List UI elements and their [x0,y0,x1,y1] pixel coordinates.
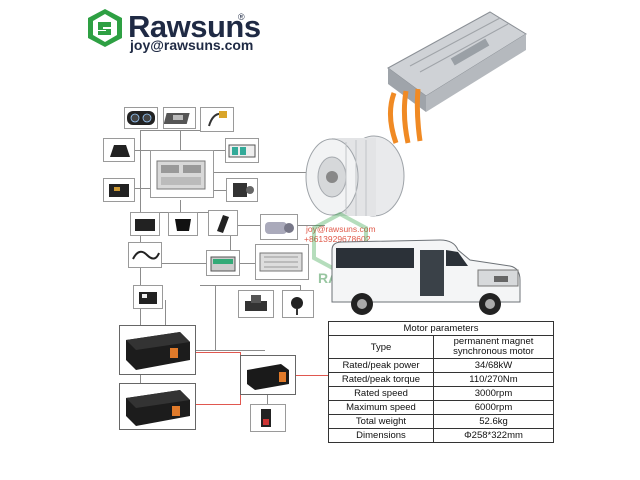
vehicle-control-unit[interactable] [150,150,214,198]
connector-line [200,285,300,286]
compressor-icon [265,222,294,234]
table-row: Dimensions Φ258*322mm [328,428,554,443]
connector-line [180,130,181,150]
brand-name: Rawsuns [128,9,261,44]
fan[interactable] [282,290,314,318]
power-line [296,375,328,376]
power-line [196,404,240,405]
table-title: Motor parameters [328,321,554,336]
battery-pack-icon [126,390,190,426]
pedal-brake[interactable] [130,212,160,236]
param-label: Rated speed [328,386,434,401]
table-row: Type permanent magnet synchronous motor [328,335,554,359]
connector-line [215,285,216,351]
pedal-accelerator[interactable] [168,212,198,236]
air-compressor[interactable] [260,214,298,240]
connector-line [180,200,181,212]
pdu[interactable] [240,355,296,395]
table-row: Total weight 52.6kg [328,414,554,429]
connector-line [230,226,231,271]
table-row: Rated speed 3000rpm [328,386,554,401]
converter-icon [259,252,303,272]
battery-pack-2[interactable] [119,383,196,430]
power-cables [388,88,423,144]
sensor[interactable] [226,178,258,202]
param-value: Φ258*322mm [433,428,554,443]
fan-icon [291,297,303,315]
connector-line [267,394,268,404]
brand-email[interactable]: joy@rawsuns.com [130,37,254,53]
controller-icon [156,160,206,190]
param-value: 52.6kg [433,414,554,429]
param-value: 6000rpm [433,400,554,415]
plug-icon [208,111,227,127]
pedal-accelerator-2[interactable] [208,210,238,236]
bus[interactable] [328,236,524,320]
param-value: 3000rpm [433,386,554,401]
box-icon [109,184,129,197]
table-row: Maximum speed 6000rpm [328,400,554,415]
table-row: Rated/peak torque 110/270Nm [328,372,554,387]
connector-line [214,190,232,191]
relay-board[interactable] [225,138,259,163]
param-label: Total weight [328,414,434,429]
param-label: Type [328,335,434,359]
motor-icon [305,135,405,217]
param-value: permanent magnet synchronous motor [433,335,554,359]
shifter[interactable] [163,107,196,129]
harness-icon [132,250,160,260]
dcdc-converter[interactable] [255,244,309,280]
param-label: Rated/peak power [328,358,434,373]
pump-icon [245,295,267,311]
table-row: Rated/peak power 34/68kW [328,358,554,373]
switch-icon [139,292,157,304]
board-icon [228,144,256,158]
power-line [196,352,240,353]
obd-box[interactable] [103,178,135,202]
param-label: Rated/peak torque [328,372,434,387]
param-value: 110/270Nm [433,372,554,387]
watermark-phone: +8613929678602 [304,234,371,244]
switch-box[interactable] [133,285,163,309]
connector-line [214,150,232,151]
sensor-icon [233,183,254,197]
shift-knob[interactable] [103,138,135,162]
param-label: Maximum speed [328,400,434,415]
brand-logo: Rawsuns ® joy@rawsuns.com [86,6,261,53]
pedal-icon [135,219,155,231]
bus-icon [331,239,521,315]
pedal-icon [217,215,229,233]
watermark-email: joy@rawsuns.com [306,224,376,234]
connector-line [240,263,255,264]
knob-icon [110,145,130,157]
connector-line [214,172,314,173]
charging-connector[interactable] [250,404,286,432]
brand-logo-mark-icon [88,9,122,47]
motor-parameters-table: Motor parameters Type permanent magnet s… [328,321,554,443]
param-value: 34/68kW [433,358,554,373]
registered-mark: ® [238,12,245,22]
battery-12v[interactable] [206,250,240,276]
battery-pack-1[interactable] [119,325,196,375]
charging-gun[interactable] [200,107,234,132]
connector-line [140,130,230,131]
electric-motor[interactable] [302,132,412,227]
wiring-harness[interactable] [128,242,162,268]
pdu-icon [247,364,289,390]
pedal-icon [175,219,191,231]
dashboard-icon [127,111,155,125]
connector-line [140,263,210,264]
param-label: Dimensions [328,428,434,443]
connector-icon [261,409,271,427]
connector-line [120,150,150,151]
battery-pack-icon [126,332,190,370]
shifter-icon [164,113,190,124]
instrument-cluster[interactable] [124,107,158,129]
connector-line [120,188,150,189]
battery-icon [210,256,236,272]
pump-unit[interactable] [238,290,274,318]
